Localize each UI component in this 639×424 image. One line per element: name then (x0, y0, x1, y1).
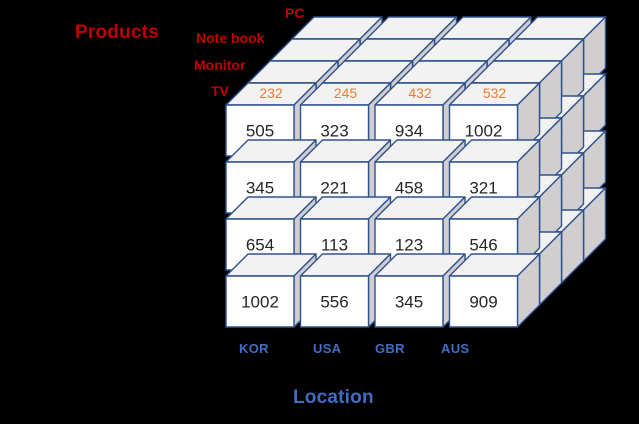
cube-cell-value: 323 (320, 122, 348, 141)
cube-cell-value: 1002 (241, 293, 279, 312)
product-label-tv: TV (211, 83, 229, 99)
cube-cell-value: 654 (246, 236, 274, 255)
cube-cell-value: 458 (395, 179, 423, 198)
cube-cell-value: 345 (395, 293, 423, 312)
cube-block (448, 196, 541, 271)
products-axis-title: Products (75, 22, 159, 43)
cube-cell-value: 546 (469, 236, 497, 255)
location-label-aus: AUS (441, 341, 470, 356)
location-label-usa: USA (313, 341, 342, 356)
location-axis-title: Location (293, 387, 374, 408)
cube-cell-value: 113 (321, 236, 348, 255)
cube-top-value: 532 (483, 85, 507, 101)
cube-cell-value: 123 (395, 236, 423, 255)
cube-cell-value: 505 (246, 122, 274, 141)
cube-top-value: 432 (408, 85, 432, 101)
cube-block-layers (225, 16, 607, 328)
cube-block (299, 253, 392, 328)
location-label-kor: KOR (239, 341, 269, 356)
product-label-note-book: Note book (196, 30, 265, 46)
cube-cell-value: 909 (469, 293, 497, 312)
cube-cell-value: 556 (320, 293, 348, 312)
cube-block (374, 139, 466, 214)
product-label-pc: PC (285, 5, 305, 21)
location-label-gbr: GBR (375, 341, 405, 356)
cube-cell-value: 321 (469, 179, 497, 198)
cube-cell-value: 345 (246, 179, 274, 198)
cube-cell-value: 934 (395, 122, 423, 141)
cube-block (448, 253, 541, 328)
cube-top-value: 232 (259, 85, 283, 101)
cube-block (448, 139, 541, 214)
cube-top-value: 245 (334, 85, 358, 101)
product-label-monitor: Monitor (194, 57, 246, 73)
cube-cell-value: 221 (320, 179, 348, 198)
cube-cell-values: 232 245 432 532 505 323 934 1002 345 221 458 321 654… (241, 85, 506, 312)
cube-cell-value: 1002 (465, 122, 503, 141)
